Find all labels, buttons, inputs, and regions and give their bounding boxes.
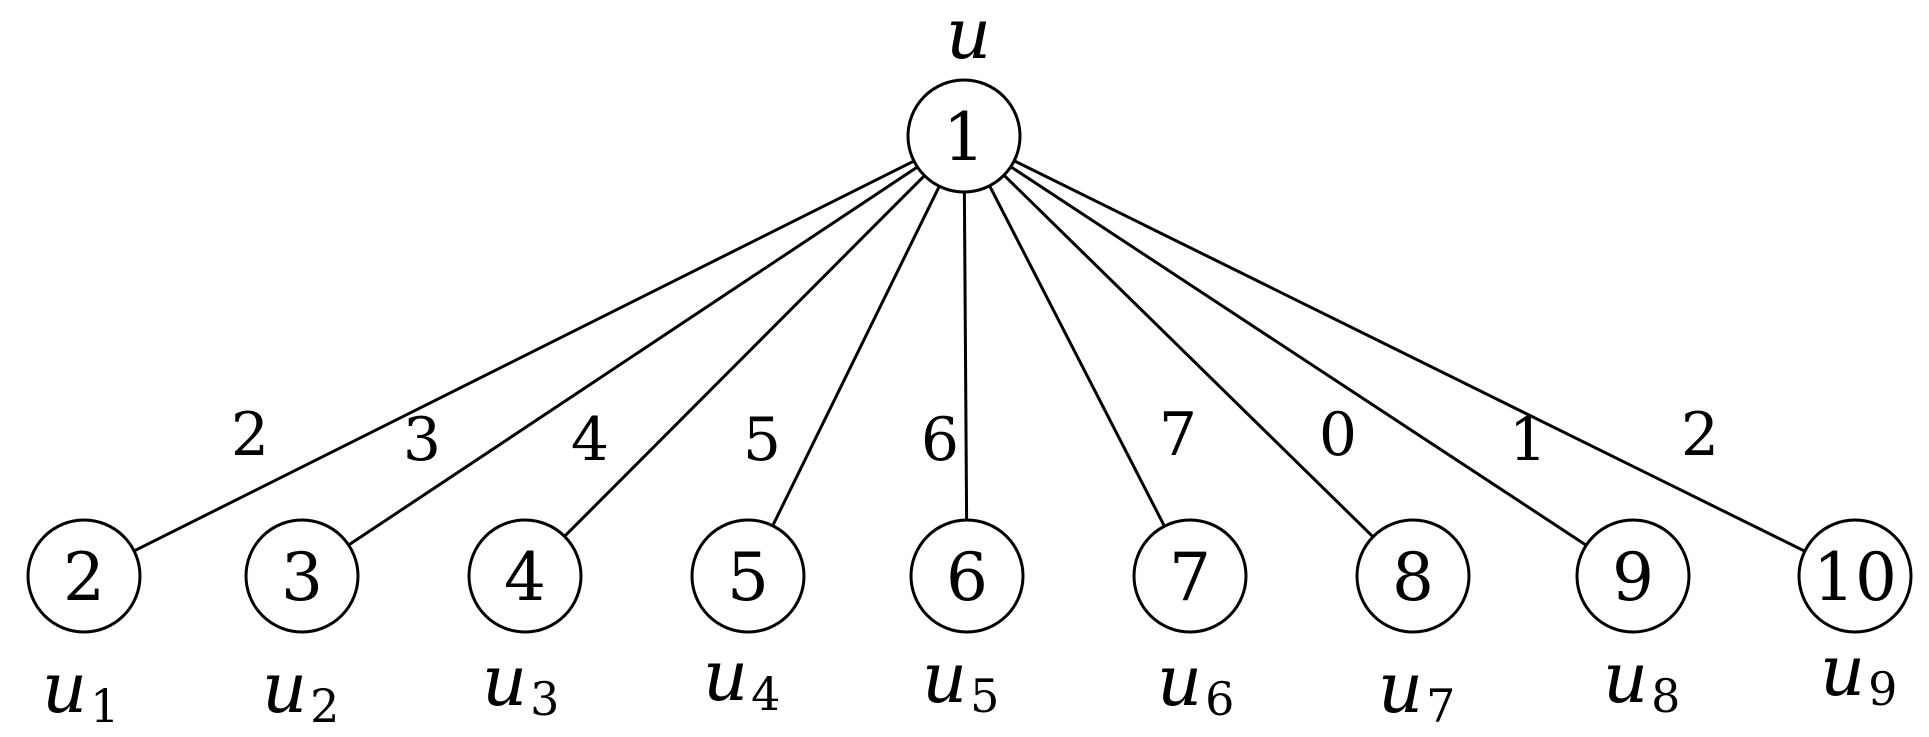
vertex-label-4-subscript: 3 — [530, 672, 559, 726]
node-9: 9 — [1575, 518, 1691, 634]
edges — [133, 159, 1806, 553]
vertex-label-root-letter: u — [946, 0, 991, 75]
vertex-label-6-letter: u — [922, 637, 967, 719]
vertex-label-8-letter: u — [1378, 647, 1423, 729]
vertex-label-2-subscript: 1 — [90, 679, 119, 733]
vertex-label-3-letter: u — [262, 647, 307, 729]
vertex-label-5-letter: u — [703, 635, 748, 717]
node-9-circle — [1575, 518, 1691, 634]
node-2-number: 2 — [63, 539, 105, 616]
vertex-label-8: u7 — [1378, 647, 1455, 733]
node-3-number: 3 — [281, 539, 323, 616]
node-8-number: 8 — [1392, 539, 1434, 616]
node-8-circle — [1355, 518, 1471, 634]
edge-weight-8: 0 — [1319, 400, 1357, 470]
node-5-circle — [690, 518, 806, 634]
edge-weight-2: 2 — [231, 400, 269, 470]
vertex-label-10: u9 — [1820, 630, 1897, 716]
edge-weight-4: 4 — [571, 405, 609, 475]
edge-weight-3: 3 — [403, 405, 441, 475]
node-2: 2 — [26, 518, 142, 634]
node-2-circle — [26, 518, 142, 634]
vertex-label-9: u8 — [1603, 637, 1680, 723]
vertex-label-7-letter: u — [1157, 640, 1202, 722]
vertex-label-10-letter: u — [1820, 630, 1865, 712]
vertex-label-4-letter: u — [482, 640, 527, 722]
node-4: 4 — [467, 518, 583, 634]
vertex-label-7: u6 — [1157, 640, 1234, 726]
node-5: 5 — [690, 518, 806, 634]
edge-1-9 — [1009, 165, 1588, 547]
node-8: 8 — [1355, 518, 1471, 634]
node-4-number: 4 — [504, 539, 546, 616]
vertex-label-8-subscript: 7 — [1426, 679, 1455, 733]
node-root-circle — [906, 78, 1022, 194]
vertex-label-7-subscript: 6 — [1205, 672, 1234, 726]
edge-1-6 — [962, 191, 969, 521]
edge-1-2 — [133, 159, 915, 553]
node-10-number: 10 — [1813, 539, 1897, 616]
vertex-label-3: u2 — [262, 647, 339, 733]
node-10-circle — [1797, 518, 1913, 634]
node-7-number: 7 — [1169, 539, 1211, 616]
node-3: 3 — [244, 518, 360, 634]
vertex-label-9-subscript: 8 — [1651, 669, 1680, 723]
node-6-circle — [909, 518, 1025, 634]
vertex-label-6: u5 — [922, 637, 999, 723]
node-root-number: 1 — [943, 99, 985, 176]
vertex-label-10-subscript: 9 — [1868, 662, 1897, 716]
edge-weight-6: 6 — [921, 405, 959, 475]
edge-weight-5: 5 — [743, 405, 781, 475]
vertex-label-3-subscript: 2 — [310, 679, 339, 733]
edge-1-8 — [1002, 174, 1375, 538]
node-6: 6 — [909, 518, 1025, 634]
node-6-number: 6 — [946, 539, 988, 616]
edge-1-3 — [347, 165, 919, 547]
edge-1-4 — [563, 174, 926, 538]
node-7-circle — [1132, 518, 1248, 634]
edge-weight-9: 1 — [1509, 405, 1547, 475]
vertex-label-2: u1 — [42, 647, 119, 733]
edge-1-10 — [1013, 159, 1806, 553]
edge-1-7 — [988, 185, 1166, 527]
node-4-circle — [467, 518, 583, 634]
vertex-label-9-letter: u — [1603, 637, 1648, 719]
node-3-circle — [244, 518, 360, 634]
node-root: 1 — [906, 78, 1022, 194]
edge-weight-7: 7 — [1159, 400, 1197, 470]
vertex-label-5-subscript: 4 — [751, 667, 780, 721]
node-5-number: 5 — [727, 539, 769, 616]
edge-1-5 — [771, 185, 941, 527]
node-7: 7 — [1132, 518, 1248, 634]
vertex-label-6-subscript: 5 — [970, 669, 999, 723]
vertex-label-5: u4 — [703, 635, 780, 721]
vertex-label-2-letter: u — [42, 647, 87, 729]
edge-weight-10: 2 — [1681, 400, 1719, 470]
node-10: 10 — [1797, 518, 1913, 634]
node-9-number: 9 — [1612, 539, 1654, 616]
vertex-label-root: u — [946, 0, 991, 75]
vertex-label-4: u3 — [482, 640, 559, 726]
edge-weights: 2 3 4 5 6 7 0 1 2 — [231, 400, 1719, 475]
